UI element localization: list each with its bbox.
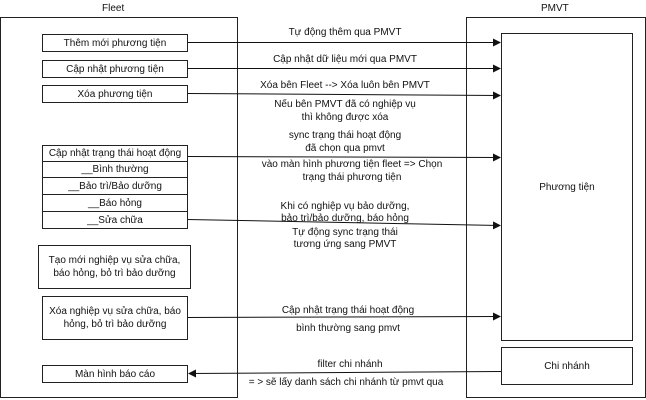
edge-label: trạng thái phương tiện bbox=[302, 172, 402, 183]
update-vehicle-box[interactable]: Cập nhật phương tiện bbox=[42, 60, 188, 78]
edge-label: bình thường sang pmvt bbox=[296, 323, 400, 334]
edge-label: = > sẽ lấy danh sách chi nhánh từ pmvt q… bbox=[248, 377, 444, 388]
edge-label: bảo trì/bảo dưỡng, báo hỏng bbox=[281, 213, 409, 224]
edge-note: thì không được xóa bbox=[301, 112, 389, 123]
edge-branch bbox=[188, 369, 502, 378]
create-task-box[interactable]: Tạo mới nghiệp vụ sửa chữa, báo hỏng, bỏ… bbox=[38, 245, 191, 289]
add-vehicle-box[interactable]: Thêm mới phương tiện bbox=[42, 34, 188, 52]
edge-label: sync trạng thái hoạt động bbox=[288, 130, 402, 141]
edge-delete bbox=[186, 91, 501, 100]
edge-delete-task bbox=[186, 312, 501, 321]
status-option[interactable]: __Bảo trì/Bảo dưỡng bbox=[42, 177, 188, 195]
update-status-box[interactable]: Cập nhật trạng thái hoạt động bbox=[42, 145, 188, 162]
edge-label: tương ứng sang PMVT bbox=[293, 239, 397, 250]
status-option[interactable]: __Bình thường bbox=[42, 161, 188, 178]
edge-task bbox=[186, 219, 501, 230]
edge-label: filter chi nhánh bbox=[317, 359, 383, 370]
status-option[interactable]: __Sửa chữa bbox=[42, 211, 188, 229]
fleet-title: Fleet bbox=[102, 3, 125, 14]
edge-label: Khi có nghiệp vụ bảo dưỡng, bbox=[280, 201, 410, 212]
delete-vehicle-box[interactable]: Xóa phương tiện bbox=[42, 85, 188, 103]
edge-label: Tự động sync trạng thái bbox=[292, 227, 398, 238]
pmvt-title: PMVT bbox=[541, 3, 569, 14]
status-option[interactable]: __Báo hỏng bbox=[42, 194, 188, 212]
edge-label: Xóa bên Fleet --> Xóa luôn bên PMVT bbox=[260, 80, 430, 91]
delete-task-box[interactable]: Xóa nghiệp vụ sửa chữa, báo hỏng, bỏ trì… bbox=[42, 296, 188, 340]
edge-label: đã chọn qua pmvt bbox=[305, 143, 385, 154]
fleet-lane bbox=[0, 17, 238, 398]
edge-note: Nếu bên PMVT đã có nghiệp vụ bbox=[274, 99, 416, 110]
pmvt-branch-box[interactable]: Chi nhánh bbox=[501, 347, 633, 385]
edge-status bbox=[186, 153, 501, 162]
report-screen-box[interactable]: Màn hình báo cáo bbox=[42, 365, 188, 383]
pmvt-vehicle-box[interactable]: Phương tiện bbox=[501, 33, 633, 341]
edge-label: Cập nhật dữ liệu mới qua PMVT bbox=[273, 54, 417, 65]
edge-label: vào màn hình phương tiện fleet => Chọn bbox=[261, 159, 443, 170]
edge-label: Tự động thêm qua PMVT bbox=[288, 27, 402, 38]
edge-label: Cập nhật trạng thái hoạt động bbox=[281, 305, 415, 316]
